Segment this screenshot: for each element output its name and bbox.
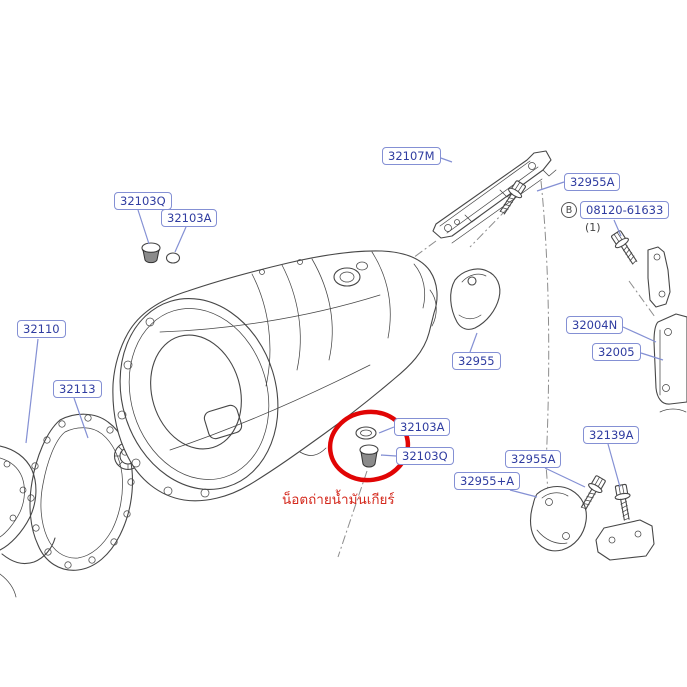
drain-plug-annotation: น็อตถ่ายน้ำมันเกียร์ [282,492,395,508]
filler-oring-drawing [165,252,181,264]
part-label-32004N[interactable]: 32004N [566,316,624,334]
filler-plug-drawing [141,242,161,264]
bolt-qty-note: (1) [585,221,601,234]
mount-bracket-drawing [432,150,557,244]
heat-shield-drawing [450,268,501,330]
part-label-32955A-top[interactable]: 32955A [564,173,621,191]
bottom-plate-drawing [595,519,655,561]
part-label-32113[interactable]: 32113 [53,380,102,398]
front-case-gasket-drawing [27,413,135,571]
right-edge-bracket-drawing [653,313,687,413]
part-label-32103Q-filler[interactable]: 32103Q [114,192,172,210]
drain-washer-drawing [355,426,377,440]
bolt-08120-drawing [608,228,642,268]
part-label-32955A-bottom[interactable]: 32955A [505,450,562,468]
part-label-32955[interactable]: 32955 [452,352,501,370]
part-label-32107M[interactable]: 32107M [382,147,441,165]
transmission-case-drawing [112,250,438,502]
part-label-32103A-drain-washer[interactable]: 32103A [394,418,451,436]
part-label-32110[interactable]: 32110 [17,320,66,338]
part-label-32955plusA[interactable]: 32955+A [454,472,521,490]
stopper-plate-drawing [647,246,671,308]
bolt-32955a-bottom-drawing [576,473,609,513]
part-label-32139A[interactable]: 32139A [583,426,640,444]
drain-plug-highlight-circle [327,409,411,483]
drain-plug-drawing [359,444,379,468]
leader-lines [25,156,664,498]
bolt-spec-callout[interactable]: B 08120-61633 [561,201,670,219]
part-label-08120-61633[interactable]: 08120-61633 [580,201,670,219]
part-label-32103Q-drain-plug[interactable]: 32103Q [396,447,454,465]
prefix-b-badge: B [561,202,577,218]
part-label-32005[interactable]: 32005 [592,343,641,361]
part-label-32103A-filler[interactable]: 32103A [161,209,218,227]
bolt-32139a-drawing [612,483,635,522]
bottom-shield-drawing [529,485,587,552]
rear-cover-partial-drawing [0,445,56,598]
